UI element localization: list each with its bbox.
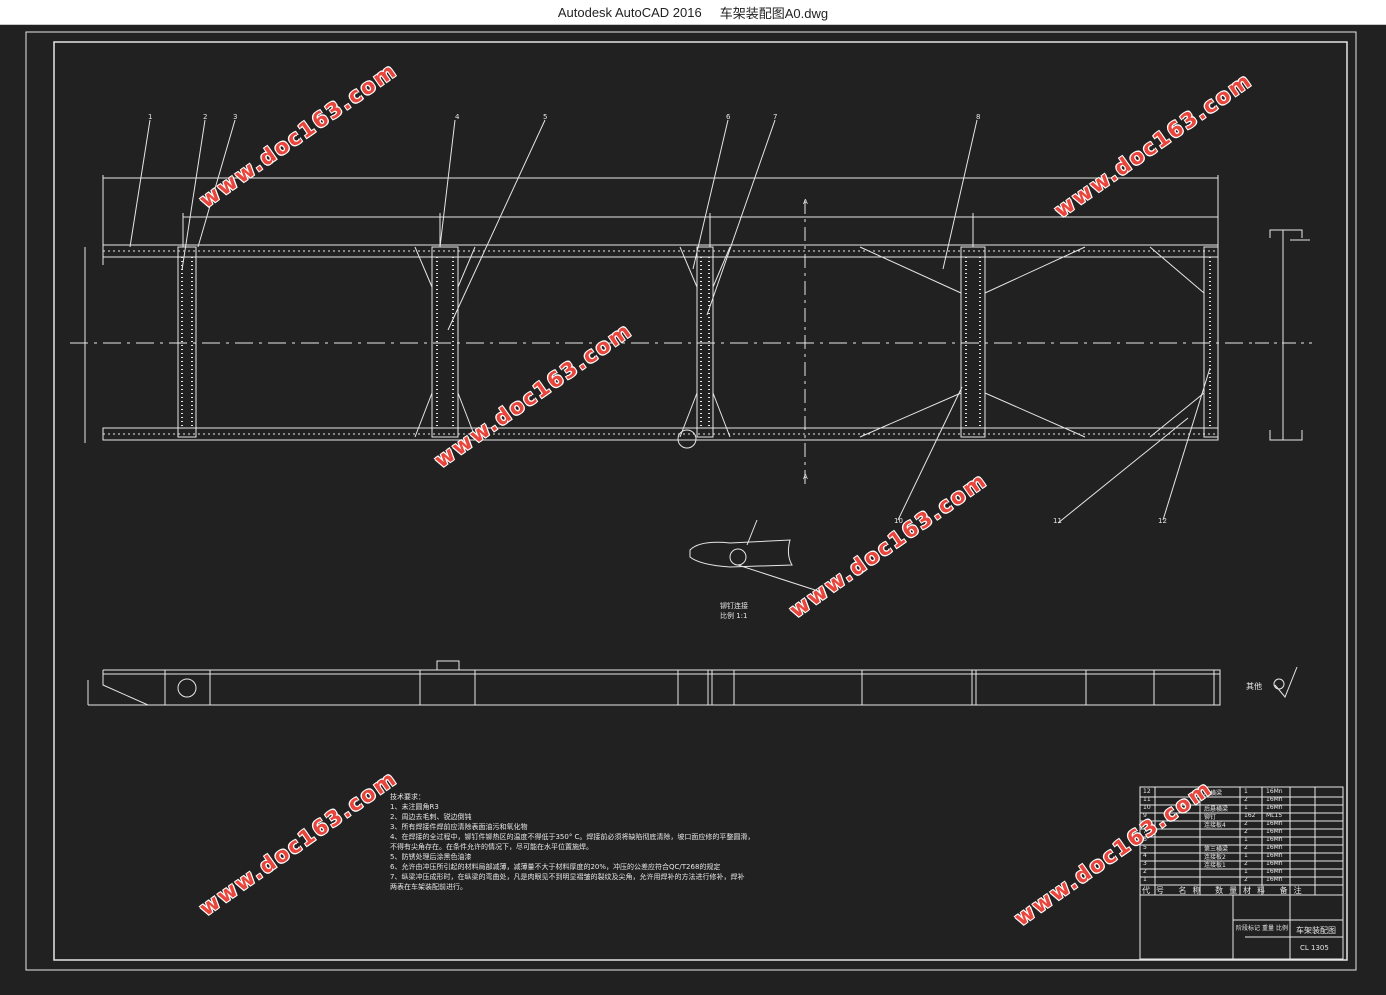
bom-qty: 1 bbox=[1244, 788, 1248, 795]
notes-line: 3、所有焊接件焊前应清除表面油污和氧化物 bbox=[390, 823, 528, 831]
stage-label: 阶段标记 bbox=[1236, 925, 1261, 932]
callout-12: 12 bbox=[1158, 517, 1167, 525]
notes-line: 1、未注圆角R3 bbox=[390, 803, 439, 811]
app-title: Autodesk AutoCAD 2016 bbox=[557, 4, 702, 20]
rivet-detail bbox=[689, 519, 816, 591]
bom-name: 连接板4 bbox=[1204, 822, 1226, 829]
callout-2: 2 bbox=[203, 113, 208, 121]
cad-drawing bbox=[25, 31, 1357, 971]
bom-header: 代号 名称 数量材料 备注 bbox=[1142, 885, 1308, 896]
bom-no: 3 bbox=[1143, 860, 1147, 867]
bom-qty: 2 bbox=[1244, 796, 1248, 803]
bom-header-cell: 代 bbox=[1142, 886, 1156, 895]
bom-header-cell: 数量 bbox=[1215, 886, 1244, 895]
notes-line: 6、允许由冲压所引起的材料局部减薄，减薄量不大于材料厚度的20%，冲压的公差应符… bbox=[390, 863, 721, 871]
section-a-top-label: A bbox=[803, 198, 808, 206]
bom-material: 16Mn bbox=[1266, 828, 1283, 835]
bom-material: 16Mn bbox=[1266, 820, 1283, 827]
bom-qty: 2 bbox=[1244, 876, 1248, 883]
bom-row-lines bbox=[1140, 796, 1343, 886]
bom-no: 8 bbox=[1143, 820, 1147, 827]
bom-name: 连接板2 bbox=[1204, 854, 1226, 861]
callout-11: 11 bbox=[1053, 517, 1062, 525]
bom-no: 4 bbox=[1143, 852, 1147, 859]
notes-line: 2、周边去毛刺、锐边倒钝 bbox=[390, 813, 472, 821]
bom-qty: 1 bbox=[1244, 868, 1248, 875]
bom-name: 第三横梁 bbox=[1204, 846, 1229, 853]
bom-no: 12 bbox=[1143, 788, 1151, 795]
bom-material: 16Mn bbox=[1266, 868, 1283, 875]
callout-8: 8 bbox=[976, 113, 981, 121]
technical-requirements: 技术要求： 1、未注圆角R3 2、周边去毛刺、锐边倒钝 3、所有焊接件焊前应清除… bbox=[390, 792, 754, 892]
detail-scale: 比例 1:1 bbox=[720, 612, 748, 620]
bom-qty: 162 bbox=[1244, 812, 1256, 819]
bom-material: 16Mn bbox=[1266, 796, 1283, 803]
bom-material: ML15 bbox=[1266, 812, 1283, 819]
bom-material: 16Mn bbox=[1266, 876, 1283, 883]
bom-no: 7 bbox=[1143, 828, 1147, 835]
notes-line: 5、防锈处理后涂黑色油漆 bbox=[390, 853, 472, 861]
bom-header-cell: 称 bbox=[1192, 886, 1207, 895]
bom-header-cell: 备 bbox=[1279, 886, 1294, 895]
section-a-view bbox=[1255, 229, 1312, 441]
callout-3: 3 bbox=[233, 113, 238, 121]
bom-header-cell: 号 bbox=[1156, 886, 1170, 895]
bom-header-cell: 材料 bbox=[1243, 886, 1272, 895]
file-name: 车架装配图A0.dwg bbox=[719, 5, 829, 21]
bom-no: 6 bbox=[1143, 836, 1147, 843]
weight-label: 重量 bbox=[1262, 925, 1275, 932]
bom-no: 9 bbox=[1143, 812, 1147, 819]
window-title-bar: Autodesk AutoCAD 2016 车架装配图A0.dwg bbox=[0, 0, 1386, 25]
notes-heading: 技术要求： bbox=[390, 793, 425, 801]
callout-1: 1 bbox=[148, 113, 153, 121]
bom-material: 16Mn bbox=[1266, 860, 1283, 867]
bom-material: 16Mn bbox=[1266, 852, 1283, 859]
bom-material: 16Mn bbox=[1266, 788, 1283, 795]
bom-no: 1 bbox=[1143, 876, 1147, 883]
callout-9: 9 bbox=[816, 587, 821, 595]
drawing-title: 车架装配图 bbox=[1296, 926, 1336, 935]
bom-name: 连接板1 bbox=[1204, 862, 1226, 869]
notes-line: 4、在焊接的全过程中，铆钉件铆热区的温度不得低于350° C。焊接前必须将缺陷彻… bbox=[390, 833, 755, 841]
bom-qty: 2 bbox=[1244, 820, 1248, 827]
callout-10: 10 bbox=[894, 517, 903, 525]
bom-no: 5 bbox=[1143, 844, 1147, 851]
bom-name: 铆钉 bbox=[1204, 814, 1217, 821]
bom-qty: 1 bbox=[1244, 836, 1248, 843]
sheet-outer-border bbox=[25, 31, 1357, 971]
callout-5: 5 bbox=[543, 113, 548, 121]
section-a-bottom-label: A bbox=[803, 473, 808, 481]
bom-qty: 2 bbox=[1244, 828, 1248, 835]
scale-label: 比例 bbox=[1276, 925, 1289, 932]
bom-header-cell: 注 bbox=[1293, 886, 1308, 895]
detail-caption: 铆钉连接 bbox=[720, 602, 748, 610]
bom-no: 2 bbox=[1143, 868, 1147, 875]
bom-name: 后横梁 bbox=[1204, 790, 1223, 797]
surface-finish-label: 其他 bbox=[1246, 682, 1262, 691]
bom-no: 11 bbox=[1143, 796, 1151, 803]
drawing-number: CL 1305 bbox=[1300, 944, 1329, 952]
notes-line: 7、纵梁冲压成形时，在纵梁的弯曲处，凡是肉眼见不到明显褶皱的裂纹及尖角，允许用焊… bbox=[390, 873, 745, 881]
frame-side-view bbox=[87, 660, 1298, 706]
bom-material: 16Mn bbox=[1266, 844, 1283, 851]
notes-line: 不得有尖角存在。在条件允许的情况下，尽可能在水平位置施焊。 bbox=[390, 843, 593, 851]
bom-header-cell: 名 bbox=[1178, 886, 1193, 895]
bom-qty: 1 bbox=[1244, 804, 1248, 811]
bom-qty: 2 bbox=[1244, 844, 1248, 851]
callout-4: 4 bbox=[455, 113, 460, 121]
sheet-inner-border bbox=[53, 41, 1348, 961]
bom-material: 16Mn bbox=[1266, 804, 1283, 811]
callout-7: 7 bbox=[773, 113, 778, 121]
bom-no: 10 bbox=[1143, 804, 1151, 811]
bom-material: 16Mn bbox=[1266, 836, 1283, 843]
bom-qty: 1 bbox=[1244, 852, 1248, 859]
bom-name: 后悬横梁 bbox=[1204, 806, 1229, 813]
notes-line: 两表在车架装配前进行。 bbox=[390, 883, 467, 891]
callout-6: 6 bbox=[726, 113, 731, 121]
bom-qty: 2 bbox=[1244, 860, 1248, 867]
frame-plan-view bbox=[70, 119, 1255, 524]
